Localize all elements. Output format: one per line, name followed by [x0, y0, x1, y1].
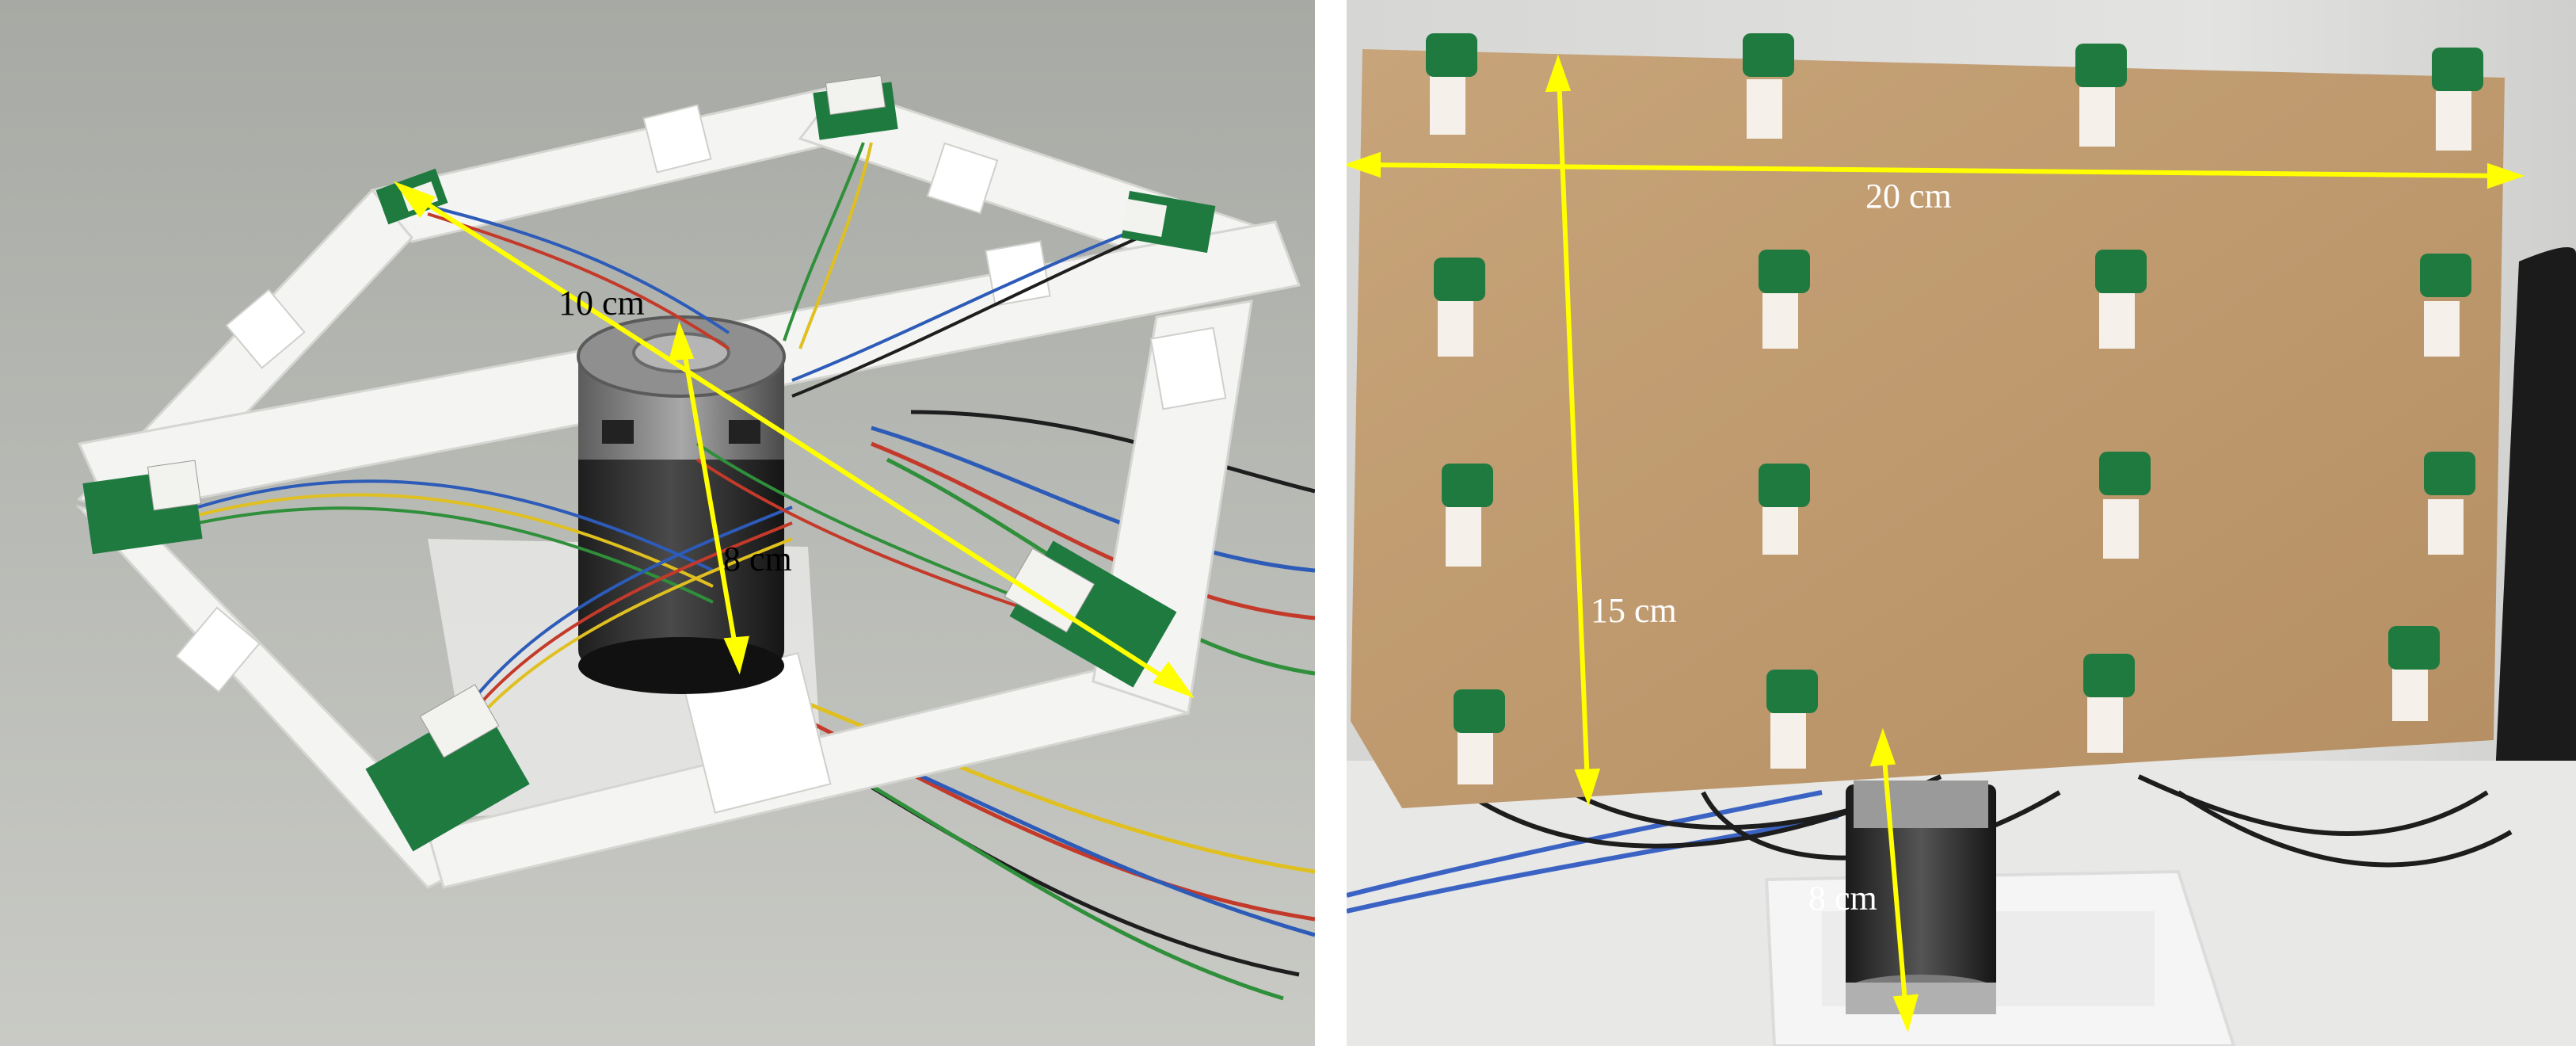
- right-dimension-arrows: [1347, 54, 2525, 1033]
- height-arrow-right: [1557, 75, 1590, 785]
- left-dimension-arrows: [393, 181, 1195, 699]
- sensor-r4c3: [2083, 654, 2135, 753]
- left-photo-panel: 10 cm 8 cm: [0, 0, 1315, 1046]
- sensor-r2c4: [2420, 254, 2471, 357]
- sensor-board-bottom-left: [365, 684, 530, 852]
- motor: [577, 315, 786, 694]
- sensor-r2c1: [1434, 258, 1485, 357]
- width-arrow: [1363, 162, 2504, 178]
- sensor-r1c1: [1426, 33, 1477, 135]
- sensor-grid: [1426, 33, 2483, 784]
- motor-right: [1846, 780, 1996, 1014]
- sensor-r3c1: [1442, 464, 1493, 567]
- sensor-r2c2: [1759, 250, 1810, 349]
- right-photo-panel: 20 cm 15 cm 8 cm: [1347, 0, 2576, 1046]
- height-arrow: [680, 342, 739, 655]
- label-8cm-right: 8 cm: [1808, 879, 1877, 918]
- sensor-r4c1: [1454, 689, 1505, 784]
- dark-object-right: [2495, 247, 2576, 792]
- left-photo-hexagon-rig: [0, 0, 1315, 1046]
- label-15cm: 15 cm: [1591, 591, 1677, 630]
- sensor-r3c2: [1759, 464, 1810, 555]
- sensor-r4c4: [2388, 626, 2440, 721]
- sensor-r1c4: [2432, 48, 2483, 151]
- sensor-r1c3: [2075, 44, 2127, 147]
- label-10cm: 10 cm: [558, 284, 645, 322]
- label-8cm-left: 8 cm: [723, 540, 792, 578]
- sensor-r2c3: [2095, 250, 2147, 349]
- sensor-r4c2: [1766, 670, 1818, 769]
- sensor-r1c2: [1743, 33, 1794, 139]
- diagonal-arrow: [410, 192, 1178, 688]
- sensor-board-top-right: [1121, 190, 1216, 254]
- right-photo-cardboard-rig: [1347, 0, 2576, 1046]
- sensor-board-bottom-right: [1004, 540, 1177, 688]
- label-20cm: 20 cm: [1865, 177, 1952, 216]
- motor-height-arrow: [1881, 749, 1908, 1012]
- sensor-r3c4: [2424, 452, 2475, 555]
- sensor-cables: [197, 142, 1157, 723]
- cardboard-panel: [1351, 49, 2505, 808]
- sensor-boards: [82, 74, 1216, 852]
- sensor-r3c3: [2099, 452, 2151, 559]
- sensor-board-left: [82, 460, 203, 555]
- sensor-board-top: [813, 74, 898, 140]
